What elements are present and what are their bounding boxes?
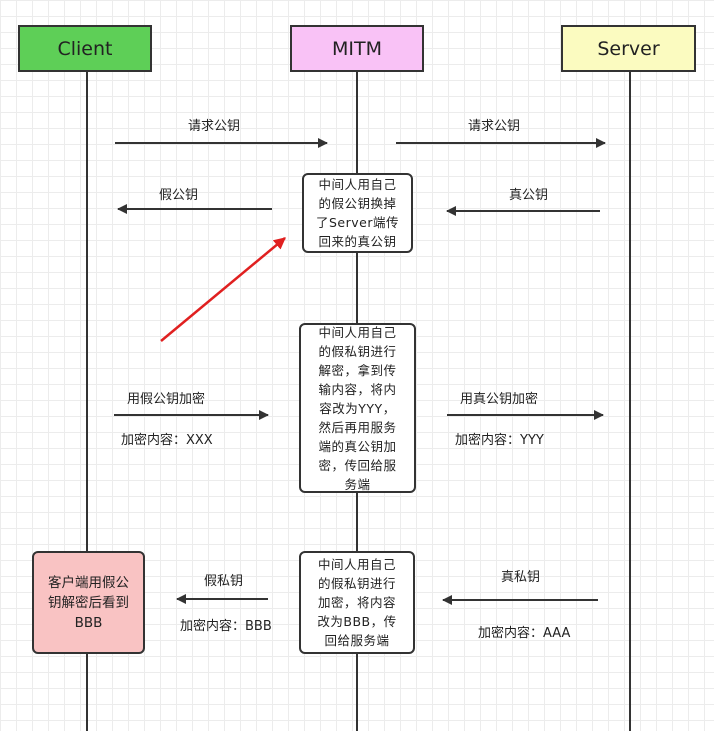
msg-fake-privkey: 假私钥: [204, 574, 244, 589]
msg-content-yyy: 加密内容：YYY: [455, 433, 544, 448]
mitm-note-swap-pubkey: 中间人用自己 的假公钥换掉 了Server端传 回来的真公钥: [302, 173, 413, 253]
msg-fake-pubkey: 假公钥: [159, 188, 199, 203]
msg-request-pubkey-1: 请求公钥: [188, 119, 241, 134]
msg-request-pubkey-2: 请求公钥: [468, 119, 521, 134]
msg-content-xxx: 加密内容：XXX: [121, 433, 213, 448]
red-highlight-arrow: [160, 237, 286, 342]
mitm-actor: MITM: [290, 25, 424, 72]
client-note-bbb: 客户端用假公 钥解密后看到 BBB: [32, 551, 145, 654]
mitm-note-fake-privkey: 中间人用自己 的假私钥进行 加密，将内容 改为BBB，传 回给服务端: [299, 551, 415, 654]
msg-real-pubkey: 真公钥: [509, 188, 549, 203]
msg-real-privkey: 真私钥: [501, 570, 541, 585]
msg-content-bbb: 加密内容：BBB: [180, 619, 272, 634]
server-actor: Server: [561, 25, 696, 72]
msg-encrypt-real-pubkey: 用真公钥加密: [460, 392, 539, 407]
mitm-note-decrypt-reencrypt: 中间人用自己 的假私钥进行 解密，拿到传 输内容，将内 容改为YYY， 然后再用…: [299, 323, 416, 493]
msg-encrypt-fake-pubkey: 用假公钥加密: [127, 392, 206, 407]
client-actor: Client: [18, 25, 152, 72]
msg-content-aaa: 加密内容：AAA: [478, 626, 571, 641]
